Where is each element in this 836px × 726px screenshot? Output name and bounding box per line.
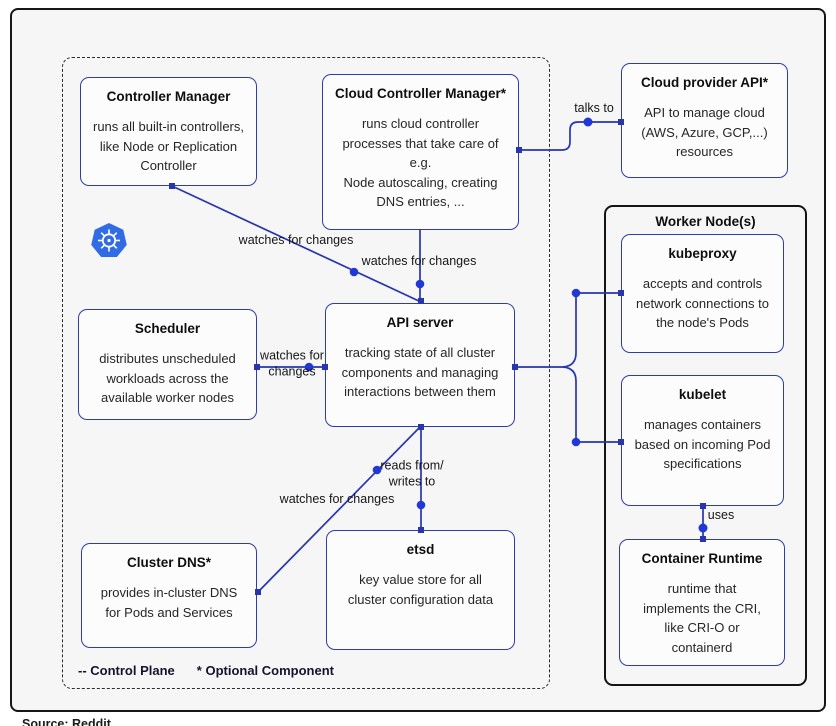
api-server-title: API server [386, 315, 454, 330]
kubeproxy-body: accepts and controls network connections… [636, 276, 769, 330]
cloud-provider-api-box: Cloud provider API* API to manage cloud … [621, 63, 788, 178]
legend-optional-component: * Optional Component [196, 663, 334, 678]
controller-manager-box: Controller Manager runs all built-in con… [80, 77, 257, 186]
source-note: Source: Reddit [22, 717, 111, 726]
cloud-controller-manager-box: Cloud Controller Manager* runs cloud con… [322, 74, 519, 230]
scheduler-title: Scheduler [134, 321, 201, 336]
worker-node-group: Worker Node(s) [604, 205, 807, 686]
container-runtime-title: Container Runtime [641, 551, 763, 566]
kubelet-title: kubelet [678, 387, 727, 402]
kubeproxy-title: kubeproxy [668, 246, 737, 261]
cloud-provider-api-body: API to manage cloud (AWS, Azure, GCP,...… [641, 105, 768, 159]
kubelet-body: manages containers based on incoming Pod… [634, 417, 771, 471]
kubernetes-logo-icon [89, 222, 129, 262]
kubelet-box: kubelet manages containers based on inco… [621, 375, 784, 506]
controller-manager-body: runs all built-in controllers, like Node… [92, 119, 244, 173]
scheduler-box: Scheduler distributes unscheduled worklo… [78, 309, 257, 420]
legend: -- Control Plane * Optional Component [78, 663, 334, 678]
legend-control-plane: -- Control Plane [78, 663, 175, 678]
scheduler-body: distributes unscheduled workloads across… [99, 351, 236, 405]
api-server-box: API server tracking state of all cluster… [325, 303, 515, 427]
etsd-body: key value store for all cluster configur… [347, 572, 494, 607]
cluster-dns-body: provides in-cluster DNS for Pods and Ser… [100, 585, 238, 620]
etsd-title: etsd [406, 542, 435, 557]
cloud-controller-manager-body: runs cloud controller processes that tak… [342, 116, 499, 209]
kubeproxy-box: kubeproxy accepts and controls network c… [621, 234, 784, 353]
worker-node-group-title: Worker Node(s) [655, 214, 756, 229]
control-plane-region [62, 57, 550, 689]
container-runtime-body: runtime that implements the CRI, like CR… [643, 581, 761, 655]
cloud-controller-manager-title: Cloud Controller Manager* [334, 86, 506, 101]
cloud-provider-api-title: Cloud provider API* [640, 75, 768, 90]
cluster-dns-box: Cluster DNS* provides in-cluster DNS for… [81, 543, 257, 648]
controller-manager-title: Controller Manager [106, 89, 231, 104]
etsd-box: etsd key value store for all cluster con… [326, 530, 515, 650]
api-server-body: tracking state of all cluster components… [341, 345, 499, 399]
container-runtime-box: Container Runtime runtime that implement… [619, 539, 785, 666]
cluster-dns-title: Cluster DNS* [126, 555, 212, 570]
